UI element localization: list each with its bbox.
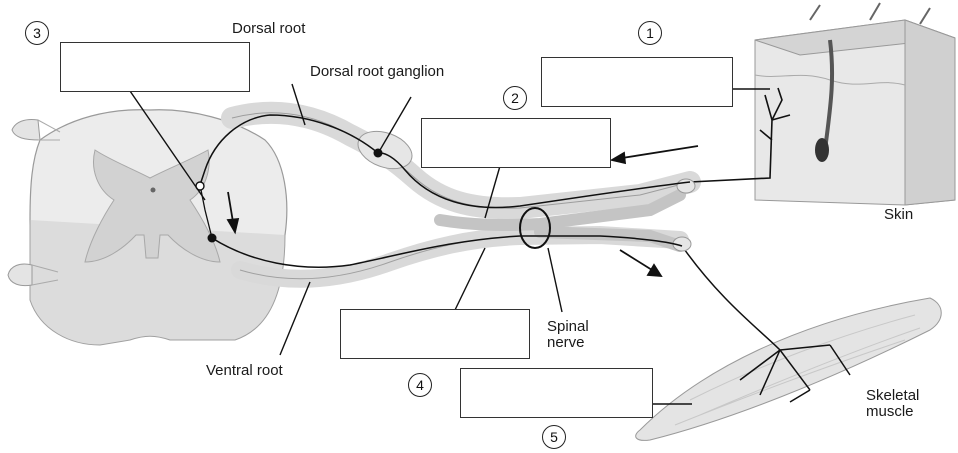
skeletal-muscle-label-line1: Skeletal [866,388,919,404]
spinal-cord [8,110,287,345]
marker-number-5: 5 [542,425,566,449]
spinal-nerve-label: Spinal nerve [547,319,589,351]
dorsal-root-label: Dorsal root [232,20,305,37]
marker-number-1: 1 [638,21,662,45]
skeletal-muscle-label-line2: muscle [866,404,919,420]
ventral-root [240,235,680,279]
spinal-nerve-label-line2: nerve [547,335,589,351]
answer-box-4[interactable] [340,309,530,359]
answer-box-2[interactable] [421,118,611,168]
spinal-nerve-label-line1: Spinal [547,319,589,335]
marker-number-4: 4 [408,373,432,397]
skeletal-muscle-label: Skeletal muscle [866,388,919,420]
answer-box-1[interactable] [541,57,733,107]
marker-number-2: 2 [503,86,527,110]
ventral-root-label: Ventral root [206,362,283,379]
marker-number-3: 3 [25,21,49,45]
skin-label: Skin [884,206,913,223]
answer-box-5[interactable] [460,368,653,418]
dorsal-root-ganglion-label: Dorsal root ganglion [310,63,444,80]
answer-box-3[interactable] [60,42,250,92]
